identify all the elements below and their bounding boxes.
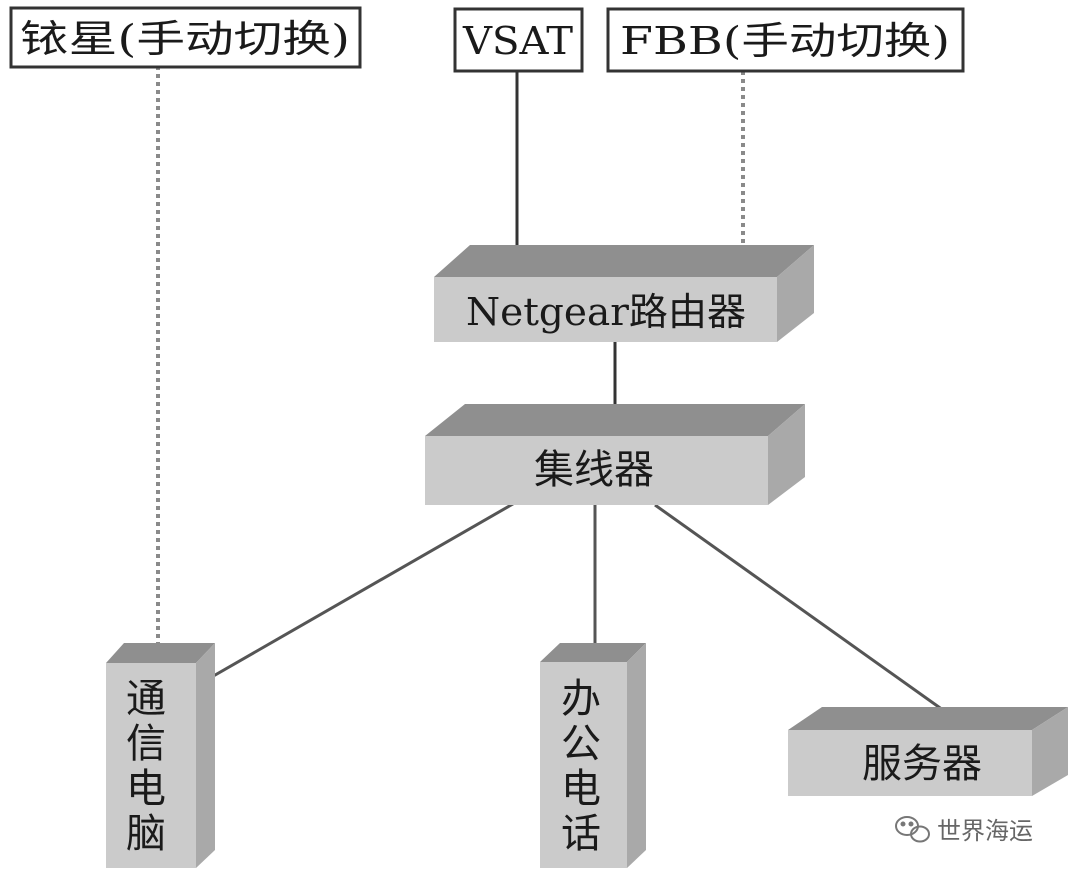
- wechat-icon: [895, 816, 930, 843]
- hub-box: 集线器: [425, 404, 805, 505]
- source-box-fbb: FBB(手动切换): [606, 7, 965, 73]
- router-box: Netgear路由器: [434, 245, 814, 342]
- comm-pc-label-char-3: 电: [126, 766, 166, 812]
- source-label-vsat: VSAT: [462, 19, 573, 63]
- office-phone-label-char-3: 电: [561, 766, 601, 812]
- link-hub-comm-pc: [195, 491, 533, 688]
- link-hub-server: [654, 503, 951, 717]
- watermark: 世界海运: [895, 816, 1033, 845]
- router-label: Netgear路由器: [466, 290, 746, 334]
- comm-pc-label-char-1: 通: [126, 676, 166, 722]
- office-phone-label-char-1: 办: [561, 676, 601, 722]
- hub-label: 集线器: [534, 447, 654, 493]
- source-box-iridium: 铱星(手动切换): [9, 6, 362, 69]
- device-comm-pc: 通 信 电 脑: [106, 643, 215, 868]
- office-phone-label-char-4: 话: [561, 811, 601, 857]
- device-server: 服务器: [788, 707, 1068, 796]
- source-label-fbb: FBB(手动切换): [620, 19, 950, 63]
- source-box-vsat: VSAT: [453, 7, 584, 73]
- office-phone-label-char-2: 公: [561, 721, 601, 767]
- comm-pc-label-char-4: 脑: [126, 811, 166, 857]
- server-label: 服务器: [862, 741, 982, 787]
- source-label-iridium: 铱星(手动切换): [20, 17, 350, 61]
- watermark-text: 世界海运: [937, 817, 1033, 845]
- comm-pc-label-char-2: 信: [126, 721, 166, 767]
- device-office-phone: 办 公 电 话: [540, 643, 646, 868]
